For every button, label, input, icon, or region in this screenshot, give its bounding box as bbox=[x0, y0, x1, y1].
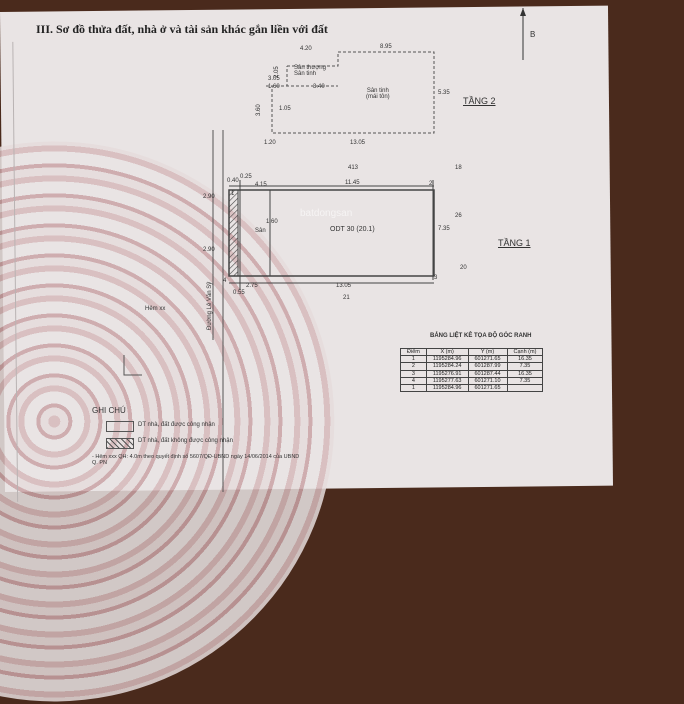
unrecognized-legend-swatch bbox=[106, 438, 134, 449]
dimension: 13.05 bbox=[350, 140, 366, 146]
recognized-legend-swatch bbox=[106, 421, 134, 432]
neighbor-parcel: 21 bbox=[343, 295, 350, 301]
alley-line bbox=[123, 355, 142, 376]
corner-number: 1 bbox=[231, 191, 235, 197]
dimension: 2.75 bbox=[246, 283, 258, 289]
dimension: 11.45 bbox=[345, 180, 360, 186]
site-plan-drawing bbox=[123, 8, 526, 492]
floor2-outline bbox=[266, 51, 435, 134]
dimension: 1.60 bbox=[266, 219, 278, 225]
section-heading: III. Sơ đồ thửa đất, nhà ở và tài sản kh… bbox=[36, 22, 328, 36]
dimension: 8.95 bbox=[380, 44, 392, 50]
dimension: 5.35 bbox=[438, 90, 450, 96]
yard-label: Sân bbox=[255, 228, 266, 234]
room-label: Sân thượng bbox=[294, 65, 326, 71]
neighbor-parcel: 26 bbox=[455, 213, 462, 219]
room-label: Sân tinh bbox=[294, 71, 317, 77]
dimension: 0.55 bbox=[233, 290, 245, 296]
coord-table-caption: BẢNG LIỆT KÊ TỌA ĐỘ GÓC RANH bbox=[430, 333, 532, 339]
north-label: B bbox=[530, 30, 536, 39]
corner-number: 2 bbox=[429, 181, 433, 187]
dimension: 1.20 bbox=[264, 140, 276, 146]
dimension: 0.25 bbox=[240, 174, 252, 180]
dimension: 2.90 bbox=[203, 247, 215, 253]
dimension: 3.05 bbox=[268, 76, 280, 82]
col-header: Cạnh (m) bbox=[506, 347, 544, 357]
col-header: X (m) bbox=[425, 347, 469, 357]
corner-number: 4 bbox=[223, 278, 227, 284]
floor2-room2: Sân tinh(mái tôn) bbox=[366, 88, 390, 100]
legend-label: DT nhà, đất được công nhận bbox=[138, 422, 215, 428]
legend-label: DT nhà, đất không được công nhận bbox=[138, 438, 233, 444]
dimension: 4.15 bbox=[255, 182, 267, 188]
corner-number: 3 bbox=[434, 275, 438, 281]
neighbor-parcel: 18 bbox=[455, 165, 462, 171]
dimension: 1.05 bbox=[279, 106, 291, 112]
dimension: 0.40 bbox=[227, 178, 239, 184]
alley-label: Hẻm xx bbox=[145, 306, 166, 312]
floor1-outline bbox=[228, 180, 435, 290]
col-header: Y (m) bbox=[467, 347, 508, 357]
dimension: 2.90 bbox=[203, 194, 215, 200]
dimension: 4.20 bbox=[300, 46, 312, 52]
neighbor-parcel: 20 bbox=[460, 265, 467, 271]
notes-title: GHI CHÚ bbox=[92, 406, 126, 415]
col-header: Điểm bbox=[400, 347, 427, 357]
dimension: 7.35 bbox=[438, 226, 450, 232]
floor2-label: TẦNG 2 bbox=[463, 96, 496, 106]
notes-remark: - Hẻm xxx QH: 4.0m theo quyết định số 56… bbox=[92, 454, 300, 466]
north-arrow-head-icon bbox=[520, 8, 526, 16]
unrecognized-area bbox=[228, 189, 239, 277]
room-label: Sân tinh bbox=[366, 88, 389, 94]
dimension: 3.60 bbox=[256, 104, 262, 116]
floor1-label: TẦNG 1 bbox=[498, 238, 531, 248]
road-label: Đường Lê Văn Sỹ bbox=[207, 281, 213, 330]
parcel-label: ODT 30 (20.1) bbox=[330, 226, 375, 233]
neighbor-parcel: 413 bbox=[348, 165, 359, 171]
dimension: 3.40 bbox=[313, 84, 325, 90]
room-label: (mái tôn) bbox=[366, 94, 390, 100]
dimension: 1.60 bbox=[268, 84, 280, 90]
watermark: batdongsan bbox=[300, 208, 353, 219]
dimension: 13.05 bbox=[336, 283, 352, 289]
